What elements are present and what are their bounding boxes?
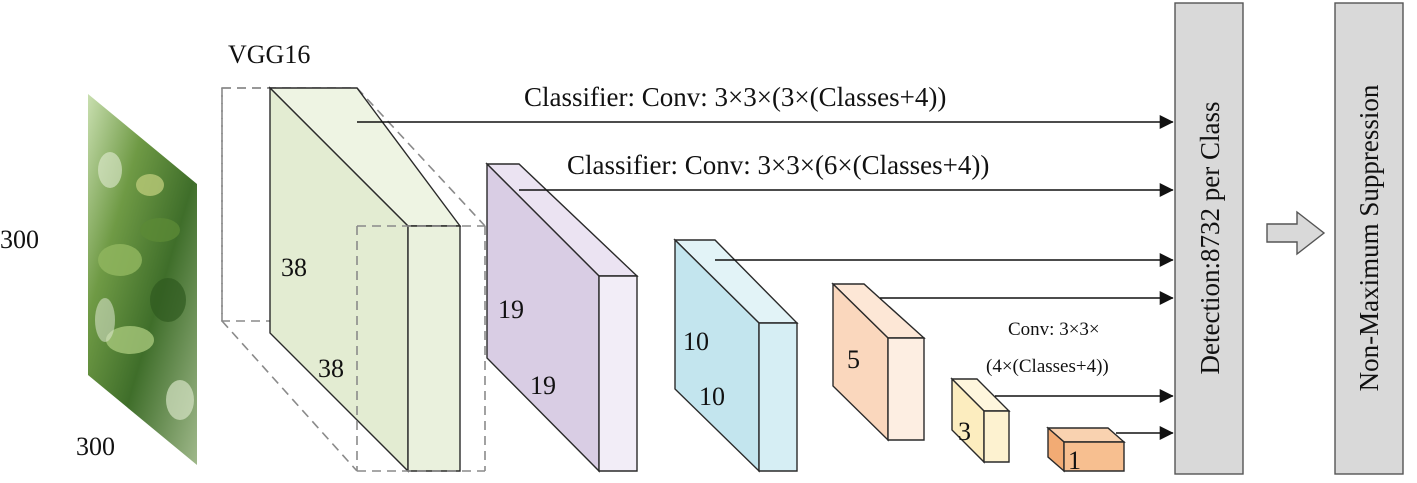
classifier-label-1: Classifier: Conv: 3×3×(3×(Classes+4)) bbox=[524, 82, 946, 112]
classifier-label-small-line2: (4×(Classes+4)) bbox=[986, 356, 1109, 377]
feature-map-3-label: 3 bbox=[958, 417, 971, 446]
feature-map-19-height-label: 19 bbox=[498, 295, 524, 324]
input-image bbox=[88, 94, 197, 465]
feature-map-10-width-label: 10 bbox=[699, 382, 725, 411]
feature-map-38-height-label: 38 bbox=[281, 253, 307, 282]
vgg16-dashed-outline-front bbox=[221, 88, 486, 472]
feature-map-19 bbox=[485, 162, 639, 473]
classifier-label-2: Classifier: Conv: 3×3×(6×(Classes+4)) bbox=[567, 150, 989, 180]
feature-map-19-width-label: 19 bbox=[530, 371, 556, 400]
detection-box-label: Detection:8732 per Class bbox=[1195, 102, 1225, 375]
feature-map-5-label: 5 bbox=[847, 345, 860, 374]
feature-map-38 bbox=[268, 86, 462, 473]
feature-map-38-front bbox=[407, 225, 461, 472]
nms-box: Non-Maximum Suppression bbox=[1334, 2, 1404, 475]
vgg16-title: VGG16 bbox=[228, 40, 310, 69]
input-width-label: 300 bbox=[76, 432, 115, 461]
classifier-label-small-line1: Conv: 3×3× bbox=[1008, 319, 1100, 340]
feature-map-3 bbox=[950, 377, 1011, 464]
feature-map-38-width-label: 38 bbox=[318, 354, 344, 383]
feature-map-10 bbox=[673, 238, 799, 473]
feature-map-10-height-label: 10 bbox=[683, 327, 709, 356]
detection-box: Detection:8732 per Class bbox=[1174, 2, 1244, 475]
flow-arrow-icon bbox=[1266, 210, 1326, 256]
feature-map-5 bbox=[831, 282, 926, 442]
nms-box-label: Non-Maximum Suppression bbox=[1354, 84, 1384, 391]
feature-map-1 bbox=[1046, 426, 1126, 473]
input-height-label: 300 bbox=[0, 225, 39, 254]
feature-map-1-label: 1 bbox=[1068, 446, 1081, 475]
